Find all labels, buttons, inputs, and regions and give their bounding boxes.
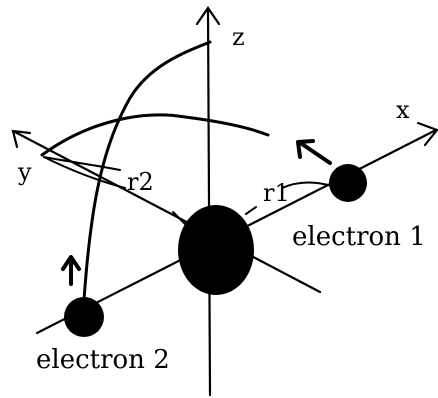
r2-curve-horizontal [40, 113, 270, 157]
r1-leader [281, 181, 333, 189]
electron-2-label: electron 2 [36, 345, 170, 375]
r2-leader-upper [43, 156, 121, 171]
electron-1-label: electron 1 [292, 222, 426, 252]
electron-1-arrow-shaft [300, 142, 332, 165]
electron-1-arrow-head [296, 139, 315, 159]
nucleus-spoke [245, 206, 257, 215]
nucleus [178, 205, 254, 295]
r1-label: r1 [263, 179, 290, 207]
electron-2 [64, 297, 104, 337]
y-axis-arrowhead [11, 129, 32, 149]
z-axis-arrowhead [195, 6, 221, 26]
electron-2-arrow-head [61, 255, 81, 271]
y-axis-label: y [17, 158, 32, 186]
z-axis [206, 8, 212, 397]
x-axis-arrowhead [416, 121, 438, 147]
r2-label: r2 [127, 168, 154, 196]
z-axis-label: z [232, 23, 245, 51]
y-axis [13, 130, 322, 294]
r2-leader-lower [43, 156, 126, 189]
r2-curve-vertical [82, 40, 212, 302]
x-axis-label: x [396, 96, 410, 124]
electron-1 [329, 164, 367, 202]
nucleus-spoke [172, 211, 186, 225]
